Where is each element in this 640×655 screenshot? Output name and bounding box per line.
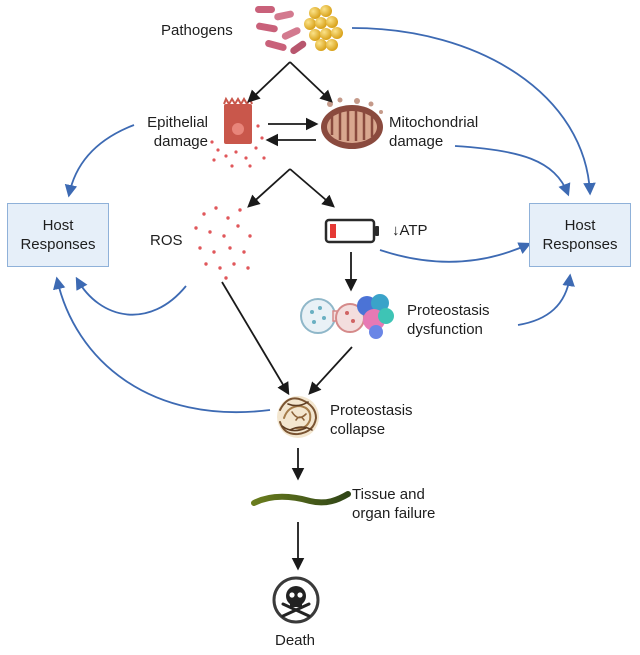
ros-particles-icon — [194, 206, 252, 280]
epithelial-damage-label: Epithelial damage — [147, 114, 208, 150]
proteostasis-icon — [300, 294, 394, 339]
arrow-pathogens-to-right-host — [351, 27, 596, 196]
arrow-ros-to-collapse — [221, 281, 290, 396]
arrow-pathogens-to-epithelial — [247, 61, 291, 103]
arrow-damage-to-atp — [289, 168, 335, 208]
worm-icon — [251, 491, 351, 506]
arrow-damage-to-ros — [247, 168, 291, 208]
pathogens-label: Pathogens — [161, 22, 233, 39]
host-response-arrows — [53, 27, 596, 414]
death-label: Death — [275, 632, 316, 649]
low-battery-icon — [324, 218, 379, 244]
epithelial-cell-icon — [210, 96, 266, 168]
atp-label: ↓ATP — [392, 222, 428, 239]
mitochondrial-damage-label: Mitochondrial damage — [389, 114, 479, 150]
skull-crossbones-icon — [272, 576, 320, 624]
host-responses-right-box: Host Responses — [529, 203, 631, 267]
ros-label: ROS — [150, 232, 183, 249]
arrow-dysfunction-to-collapse — [308, 346, 353, 395]
causal-arrows — [221, 61, 358, 571]
arrow-dysfunction-to-right-host — [517, 273, 575, 326]
protein-aggregate-icon — [277, 396, 319, 438]
arrow-mitochondrial-to-right-host — [454, 145, 571, 197]
proteostasis-dysfunction-label: Proteostasis dysfunction — [407, 302, 490, 338]
mitochondrion-icon — [321, 97, 383, 149]
arrow-collapse-to-left-host — [53, 276, 271, 414]
arrow-ros-to-left-host — [75, 276, 187, 316]
proteostasis-collapse-label: Proteostasis collapse — [330, 402, 413, 438]
arrow-epithelial-to-left-host — [64, 124, 135, 198]
arrow-pathogens-to-mitochondrial — [289, 61, 333, 103]
arrow-atp-to-right-host — [379, 242, 532, 263]
host-responses-left-box: Host Responses — [7, 203, 109, 267]
bacteria-icon — [255, 5, 343, 55]
tissue-organ-failure-label: Tissue and organ failure — [352, 486, 436, 522]
